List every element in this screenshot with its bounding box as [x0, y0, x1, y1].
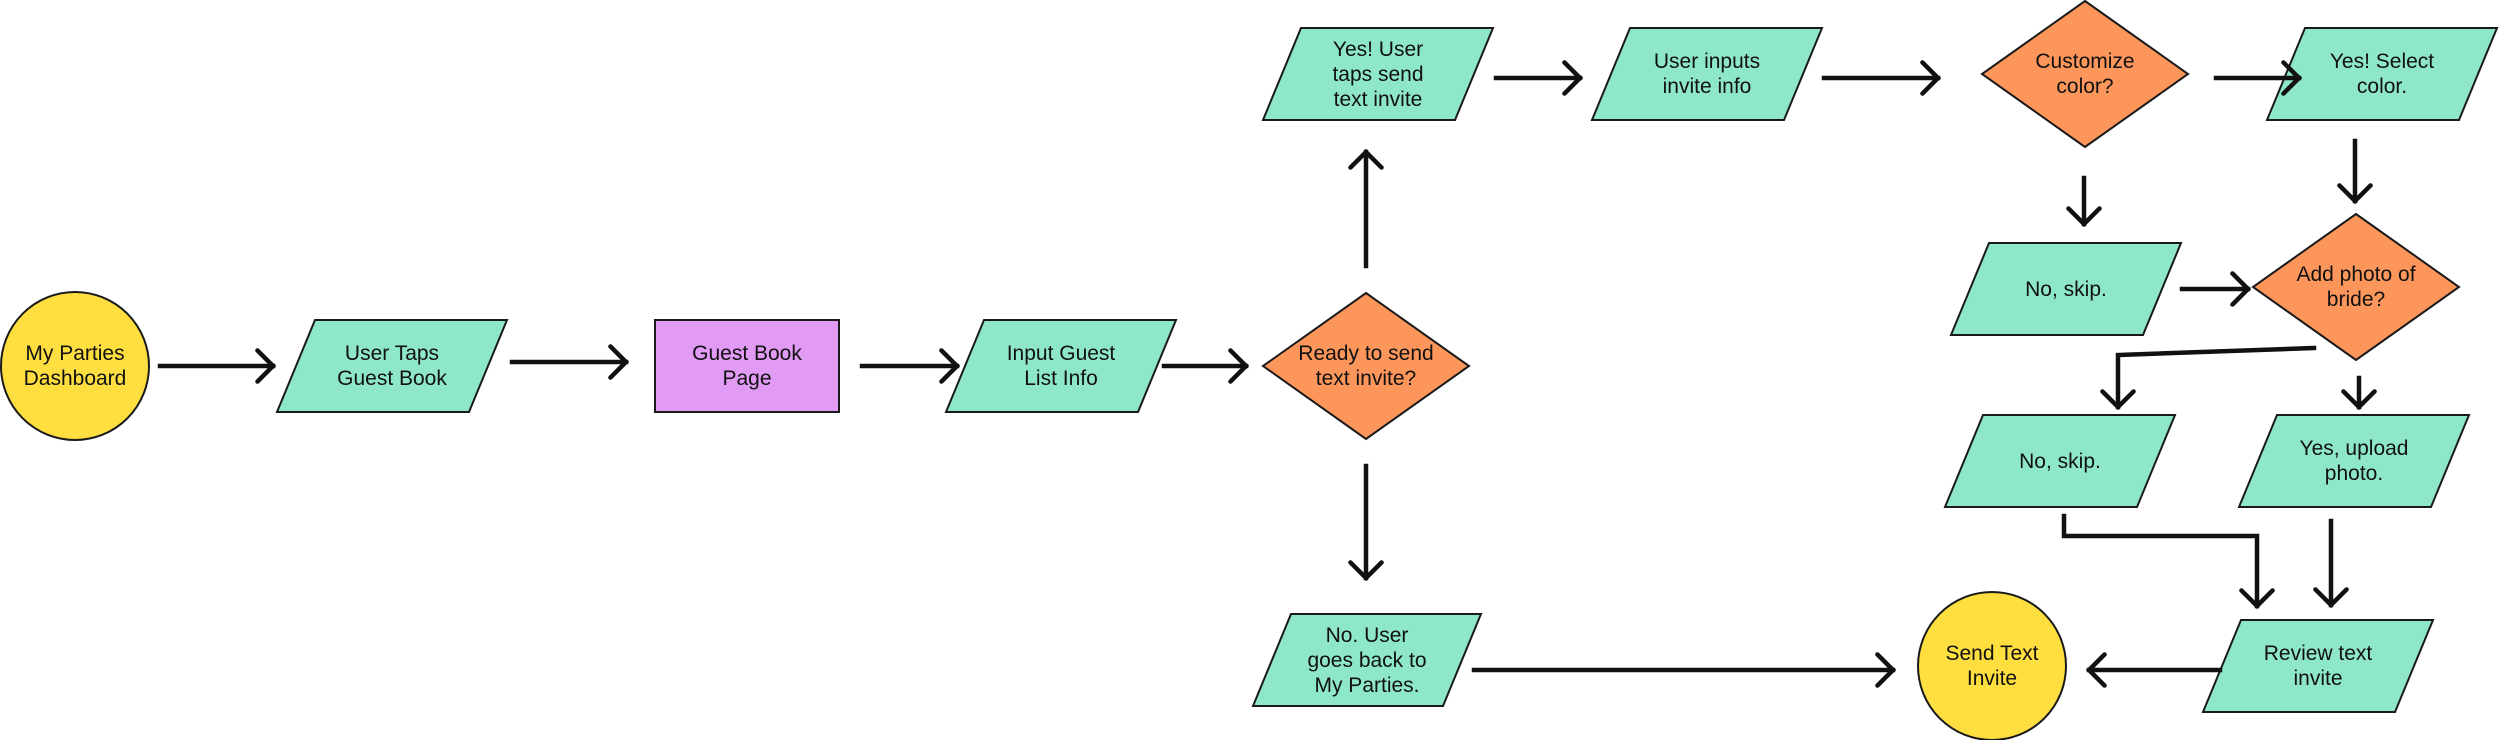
arrowhead: [1920, 60, 1942, 96]
arrowhead: [1562, 60, 1584, 96]
taps-guest-book-parallelogram: [275, 319, 509, 413]
arrow-yes-select-color-to-add-photo: [2337, 138, 2373, 205]
guest-book-page-rectangle: [654, 319, 840, 413]
no-skip-photo-parallelogram: [1943, 414, 2177, 508]
arrow-no-skip-color-to-add-photo: [2179, 271, 2252, 307]
arrowhead: [1875, 652, 1897, 688]
arrow-yes-upload-photo-to-review-invite: [2313, 518, 2349, 609]
arrow-customize-color-to-yes-select-color: [2213, 60, 2303, 96]
no-skip-color-parallelogram: [1949, 242, 2183, 336]
arrowhead: [2341, 389, 2377, 411]
ready-to-send-diamond: [1261, 291, 1471, 441]
arrowhead: [2085, 652, 2107, 688]
arrowhead: [608, 344, 630, 380]
arrow-no-skip-photo-to-review-invite: [2061, 513, 2275, 610]
arrowhead: [1348, 560, 1384, 582]
arrow-ready-to-send-to-yes-taps-send: [1348, 148, 1384, 269]
arrow-taps-guest-book-to-guest-book-page: [509, 344, 630, 380]
arrowhead: [1228, 348, 1250, 384]
yes-upload-photo-parallelogram: [2237, 414, 2471, 508]
arrowhead: [1348, 148, 1384, 170]
yes-taps-send-parallelogram: [1261, 27, 1495, 121]
arrow-input-guest-list-to-ready-to-send: [1161, 348, 1250, 384]
arrow-no-goes-back-to-send-invite: [1471, 652, 1897, 688]
add-photo-diamond: [2251, 212, 2461, 362]
arrow-review-invite-to-send-invite: [2085, 652, 2223, 688]
arrow-ready-to-send-to-no-goes-back: [1348, 463, 1384, 582]
dashboard-circle: [0, 291, 150, 441]
arrowhead: [2281, 60, 2303, 96]
arrow-guest-book-page-to-input-guest-list: [859, 348, 961, 384]
arrowhead: [2239, 588, 2275, 610]
arrowhead: [2230, 271, 2252, 307]
arrow-add-photo-to-yes-upload-photo: [2341, 375, 2377, 411]
arrowhead: [255, 348, 277, 384]
arrowhead: [2100, 389, 2136, 411]
arrowhead: [2337, 183, 2373, 205]
arrow-add-photo-to-no-skip-photo: [2100, 345, 2317, 411]
arrowhead: [2066, 206, 2102, 228]
no-goes-back-parallelogram: [1251, 613, 1483, 707]
yes-select-color-parallelogram: [2265, 27, 2499, 121]
arrowhead: [2313, 587, 2349, 609]
arrowhead: [939, 348, 961, 384]
arrow-customize-color-to-no-skip-color: [2066, 175, 2102, 228]
send-invite-circle: [1917, 591, 2067, 741]
arrow-dashboard-to-taps-guest-book: [157, 348, 277, 384]
review-invite-parallelogram: [2201, 619, 2435, 713]
inputs-invite-info-parallelogram: [1590, 27, 1824, 121]
arrow-yes-taps-send-to-inputs-invite-info: [1493, 60, 1584, 96]
customize-color-diamond: [1980, 0, 2190, 149]
arrow-inputs-invite-info-to-customize-color: [1821, 60, 1942, 96]
input-guest-list-parallelogram: [944, 319, 1178, 413]
